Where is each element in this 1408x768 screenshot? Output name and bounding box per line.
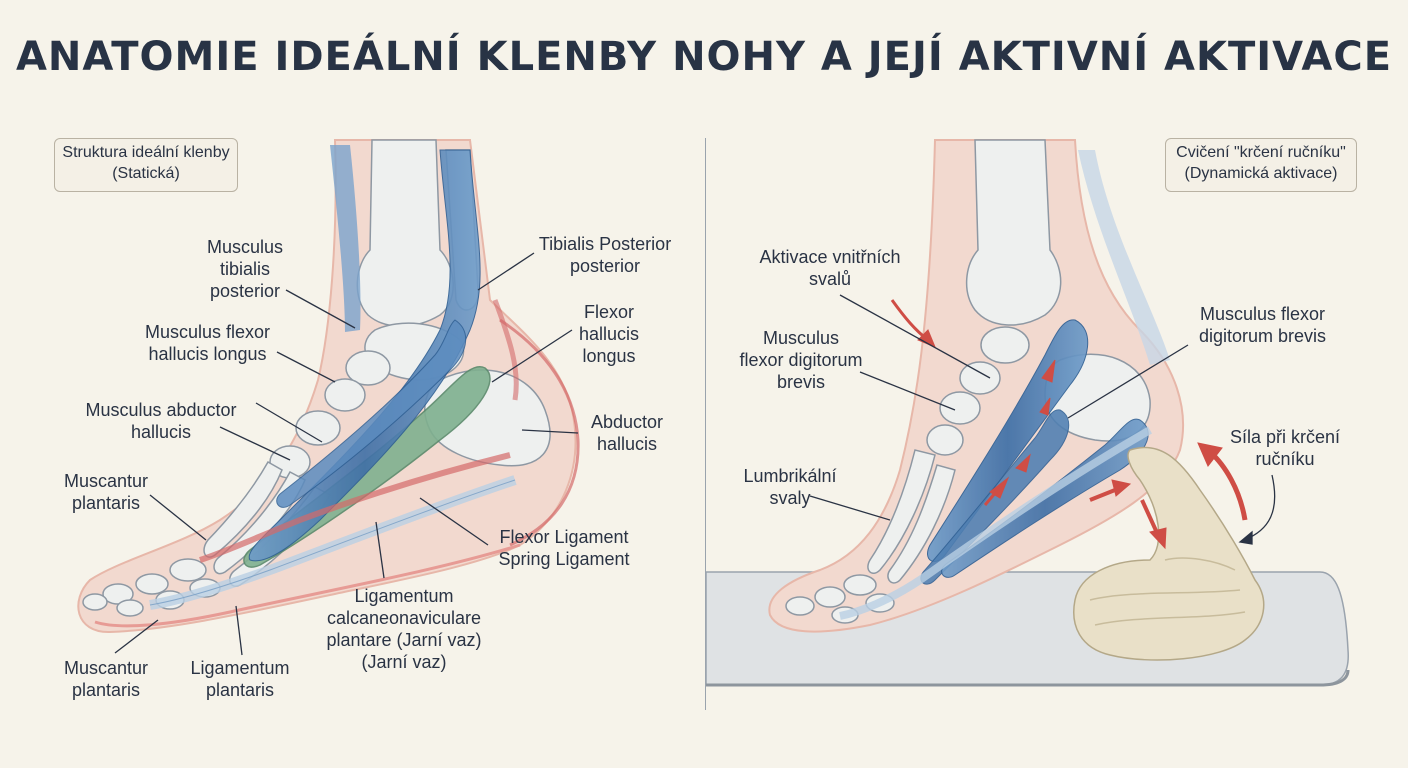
force-arrows — [890, 299, 1248, 550]
label-muscantur-plantaris-top: Muscantur plantaris — [63, 471, 149, 513]
label-sila: Síla při krčení ručníku — [1229, 427, 1341, 469]
label-abductor-hallucis: Musculus abductor hallucis — [85, 400, 237, 442]
left-flexor-tendon — [276, 319, 467, 508]
label-tibialis-posterior: Musculus tibialis posterior — [206, 237, 284, 301]
left-caption-line-2: (Statická) — [112, 165, 180, 182]
right-leader-lines — [809, 294, 1276, 545]
left-upper-tendon — [330, 145, 361, 332]
left-plantar-line — [94, 543, 521, 628]
arrow-head-2 — [1041, 359, 1056, 383]
right-panel-caption: Cvičení "krčení ručníku" (Dynamická akti… — [1165, 138, 1357, 192]
label-flexor-digitorum-left: Musculus flexor digitorum brevis — [739, 328, 863, 392]
label-flexor-hallucis-longus-right: Flexor hallucis longus — [578, 302, 640, 366]
right-plantar-fascia — [839, 426, 1152, 620]
label-lumbrikalni: Lumbrikální svaly — [743, 466, 837, 508]
left-foot — [77, 139, 580, 634]
label-flexor-hallucis-longus: Musculus flexor hallucis longus — [144, 322, 271, 364]
towel — [1073, 446, 1265, 661]
arrow-head-6 — [1111, 479, 1132, 497]
right-caption-line-1: Cvičení "krčení ručníku" — [1176, 144, 1346, 161]
label-tibialis-posterior-right: Tibialis Posterior posterior — [538, 234, 672, 276]
right-foot — [705, 139, 1350, 687]
label-abductor-hallucis-right: Abductor hallucis — [590, 412, 664, 454]
left-heel-outline — [499, 318, 580, 547]
arrow-head-8 — [1197, 442, 1223, 467]
left-tibialis-tendon — [248, 149, 481, 562]
arrow-head-3 — [1039, 397, 1051, 416]
arrow-head-7 — [1149, 527, 1167, 550]
page-title: ANATOMIE IDEÁLNÍ KLENBY NOHY A JEJÍ AKTI… — [15, 34, 1393, 80]
right-caption-line-2: (Dynamická aktivace) — [1184, 165, 1338, 182]
right-tibia — [965, 139, 1062, 326]
left-plantar-ligament-red — [199, 452, 511, 563]
left-caption-line-1: Struktura ideální klenby — [62, 144, 230, 161]
label-flexor-digitorum-right: Musculus flexor digitorum brevis — [1198, 304, 1327, 346]
label-aktivace: Aktivace vnitřních svalů — [759, 247, 901, 289]
label-flexor-spring-ligament: Flexor Ligament Spring Ligament — [498, 527, 630, 569]
right-foot-bones — [785, 326, 1030, 624]
right-leg-tendon — [1078, 150, 1170, 365]
left-panel-caption: Struktura ideální klenby (Statická) — [54, 138, 238, 192]
panel-divider — [705, 138, 706, 710]
arrow-head-4 — [1015, 453, 1031, 473]
label-ligamentum-calcaneonaviculare: Ligamentum calcaneonaviculare plantare (… — [326, 586, 482, 672]
left-leader-lines — [114, 252, 579, 656]
left-ligament-red-2 — [492, 299, 519, 401]
label-ligamentum-plantaris: Ligamentum plantaris — [190, 658, 290, 700]
label-muscantur-plantaris-bottom: Muscantur plantaris — [63, 658, 149, 700]
